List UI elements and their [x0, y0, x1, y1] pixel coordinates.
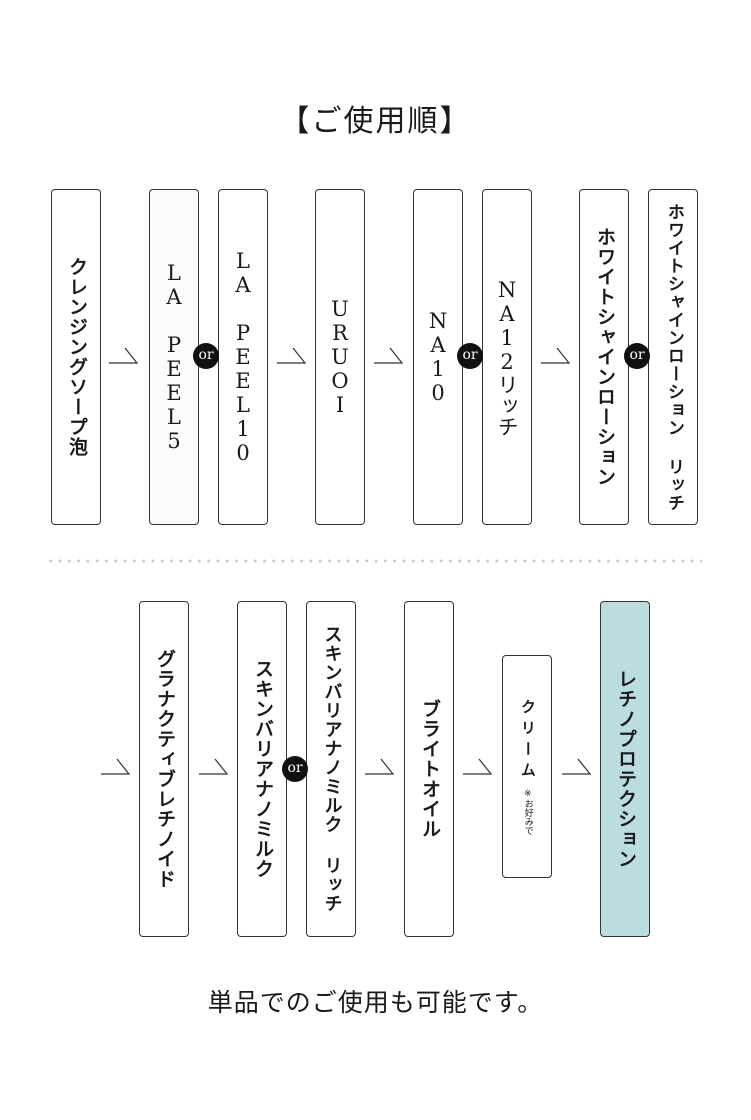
step-uruoi: URUOI [315, 189, 365, 525]
footer-note: 単品でのご使用も可能です。 [207, 988, 544, 1017]
arrow-icon [101, 758, 130, 775]
step-cleansing-foam: クレンジングソープ泡 [51, 189, 101, 525]
arrow-icon [199, 758, 228, 775]
step-skin-barrier-nano-milk-rich: スキンバリアナノミルク リッチ [306, 601, 356, 937]
step-skin-barrier-nano-milk: スキンバリアナノミルク [237, 601, 287, 937]
step-white-shine-lotion-rich: ホワイトシャインローション リッチ [648, 189, 698, 525]
step-label: クリーム [518, 698, 537, 783]
arrow-icon [463, 758, 492, 775]
step-label: クレンジングソープ泡 [65, 257, 88, 457]
step-label: NA10 [426, 309, 451, 405]
arrow-icon [541, 347, 570, 364]
arrow-icon [365, 758, 394, 775]
step-bright-oil: ブライトオイル [404, 601, 454, 937]
step-label: レチノプロテクション [614, 669, 637, 869]
step-label: グラナクティブレチノイド [153, 649, 176, 889]
step-white-shine-lotion: ホワイトシャインローション [579, 189, 629, 525]
step-label: NA12リッチ [495, 277, 520, 437]
step-granactive-retinoid: グラナクティブレチノイド [139, 601, 189, 937]
or-badge: or [282, 756, 308, 782]
step-label: URUOI [328, 297, 353, 417]
or-badge: or [193, 343, 219, 369]
step-label: ホワイトシャインローション [593, 227, 616, 487]
or-badge: or [457, 343, 483, 369]
page-title: 【ご使用順】 [279, 104, 472, 139]
step-label: LA PEEL10 [231, 249, 256, 465]
or-badge: or [624, 343, 650, 369]
step-cream: クリーム ※お好みで [502, 655, 552, 878]
step-la-peel-5: LA PEEL5 [149, 189, 199, 525]
step-label: スキンバリアナノミルク リッチ [321, 625, 343, 913]
arrow-icon [374, 347, 403, 364]
step-na10: NA10 [413, 189, 463, 525]
step-label: ホワイトシャインローション リッチ [663, 202, 684, 512]
step-na12-rich: NA12リッチ [482, 189, 532, 525]
step-la-peel-10: LA PEEL10 [218, 189, 268, 525]
dotted-divider [46, 557, 702, 565]
arrow-icon [562, 758, 591, 775]
arrow-icon [109, 347, 138, 364]
arrow-icon [277, 347, 306, 364]
step-label: ブライトオイル [418, 699, 441, 839]
step-retino-protection: レチノプロテクション [600, 601, 650, 937]
optional-note: ※お好みで [522, 788, 533, 835]
step-label: スキンバリアナノミルク [251, 659, 274, 879]
step-label: LA PEEL5 [162, 261, 187, 453]
